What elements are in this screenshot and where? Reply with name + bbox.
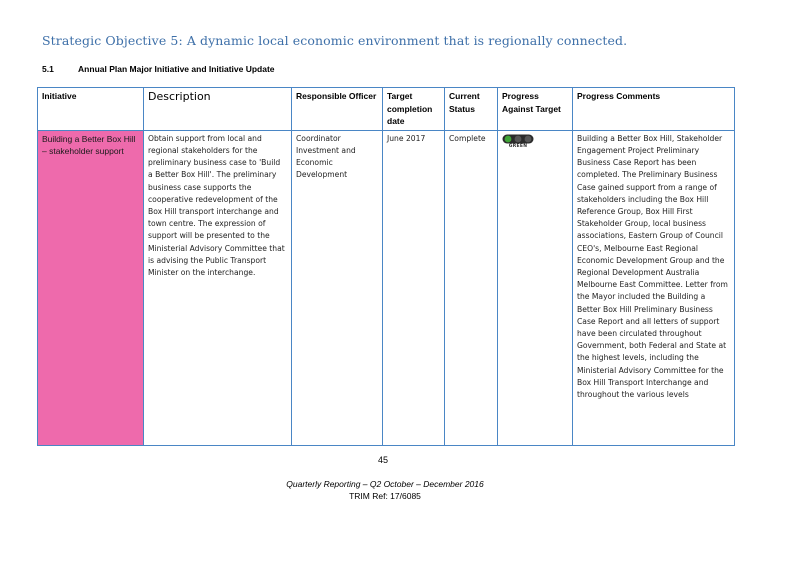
header-progress-against-target: Progress Against Target bbox=[497, 87, 573, 131]
traffic-light-indicator: GREEN bbox=[502, 134, 534, 150]
footer-reporting-period: Quarterly Reporting – Q2 October – Decem… bbox=[286, 479, 484, 489]
table-row: Building a Better Box Hill – stakeholder… bbox=[37, 129, 735, 447]
amber-lamp bbox=[514, 135, 522, 143]
progress-comments-cell: Building a Better Box Hill, Stakeholder … bbox=[572, 129, 735, 447]
traffic-light-icon bbox=[502, 134, 534, 144]
table-header-row: Initiative Description Responsible Offic… bbox=[37, 87, 735, 131]
header-progress-comments: Progress Comments bbox=[572, 87, 735, 131]
strategic-objective-heading: Strategic Objective 5: A dynamic local e… bbox=[42, 33, 628, 48]
header-target-completion-date: Target completion date bbox=[382, 87, 445, 131]
status-cell: Complete bbox=[444, 129, 498, 447]
header-current-status: Current Status bbox=[444, 87, 498, 131]
initiative-table: Initiative Description Responsible Offic… bbox=[37, 87, 735, 447]
initiative-cell: Building a Better Box Hill – stakeholder… bbox=[37, 129, 144, 447]
page-number: 45 bbox=[377, 455, 388, 465]
header-initiative: Initiative bbox=[37, 87, 144, 131]
description-cell: Obtain support from local and regional s… bbox=[143, 129, 292, 447]
responsible-officer-cell: Coordinator Investment and Economic Deve… bbox=[291, 129, 383, 447]
header-responsible-officer: Responsible Officer bbox=[291, 87, 383, 131]
red-lamp bbox=[524, 135, 532, 143]
green-lamp bbox=[504, 135, 512, 143]
section-title: Annual Plan Major Initiative and Initiat… bbox=[78, 64, 275, 74]
progress-label: GREEN bbox=[508, 143, 528, 149]
page-footer: Quarterly Reporting – Q2 October – Decem… bbox=[0, 479, 770, 502]
section-number: 5.1 bbox=[42, 64, 54, 74]
section-heading: 5.1 Annual Plan Major Initiative and Ini… bbox=[42, 64, 275, 74]
header-description: Description bbox=[143, 87, 292, 131]
progress-cell: GREEN bbox=[497, 129, 573, 447]
footer-trim-ref: TRIM Ref: 17/6085 bbox=[349, 490, 421, 501]
target-date-cell: June 2017 bbox=[382, 129, 445, 447]
